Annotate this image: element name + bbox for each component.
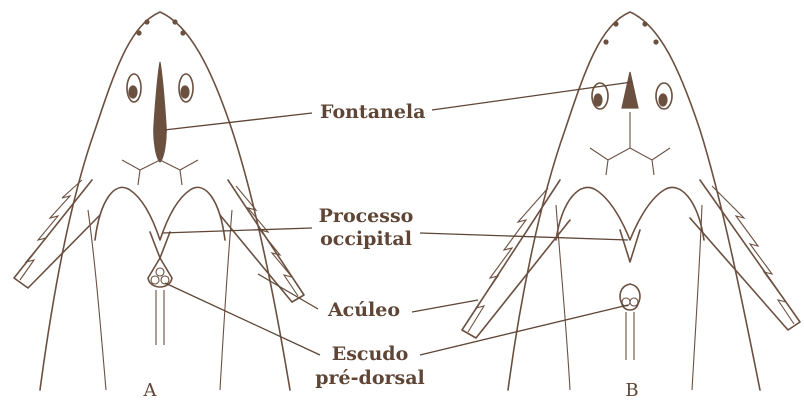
head-a-dot	[145, 20, 149, 24]
head-a-shield-dot	[156, 268, 164, 276]
panel-label-b: B	[625, 380, 638, 401]
head-b-inner-left	[556, 205, 570, 390]
head-b-fontanela	[622, 72, 638, 108]
head-a-occipital	[150, 232, 170, 258]
leader-processo-a	[162, 228, 312, 233]
head-a-fontanela	[154, 62, 166, 162]
head-b-eye-right-pupil	[659, 94, 667, 106]
head-b-shield-dot	[622, 298, 630, 306]
head-a-spine-left	[14, 180, 100, 288]
label-processo: Processo	[319, 205, 414, 227]
head-b-inner-right	[692, 205, 702, 390]
label-occipital: occipital	[320, 228, 412, 250]
head-a-dot	[173, 20, 177, 24]
label-fontanela: Fontanela	[320, 101, 425, 123]
head-a-dot	[137, 31, 141, 35]
head-a-shield-dot	[151, 276, 159, 284]
head-b-shield-dot	[630, 298, 638, 306]
head-b-dot	[614, 22, 618, 26]
head-a-dorsal-rays	[156, 290, 164, 345]
head-b-occipital	[620, 230, 640, 262]
leader-escudo-b	[420, 305, 628, 355]
head-b-sutures	[590, 112, 670, 175]
head-b-dot	[604, 40, 608, 44]
head-a-eye-left-pupil	[129, 86, 137, 98]
head-a-eye-right-pupil	[181, 86, 189, 98]
head-b-dorsal-rays	[626, 312, 634, 360]
leader-aculeo-b	[412, 300, 478, 312]
leader-fontanela-a	[164, 113, 312, 130]
head-b-dot	[654, 40, 658, 44]
head-a-sutures	[122, 150, 198, 185]
head-a-inner-left	[88, 210, 106, 390]
label-escudo: Escudo	[332, 343, 409, 365]
head-a-dot	[181, 31, 185, 35]
head-b-spine-left	[462, 180, 570, 338]
head-a-outline	[40, 12, 290, 390]
label-aculeo: Acúleo	[327, 299, 400, 321]
head-b-eye-left-pupil	[594, 94, 602, 106]
leader-aculeo-a	[258, 274, 318, 309]
head-a	[14, 12, 304, 390]
head-b-dot	[643, 22, 647, 26]
head-b-skull-back	[556, 187, 704, 240]
leader-fontanela-b	[432, 82, 632, 110]
head-a-inner-right	[220, 210, 232, 390]
head-a-shield-dot	[161, 276, 169, 284]
panel-label-a: A	[143, 380, 158, 401]
label-pre-dorsal: pré-dorsal	[315, 367, 424, 389]
